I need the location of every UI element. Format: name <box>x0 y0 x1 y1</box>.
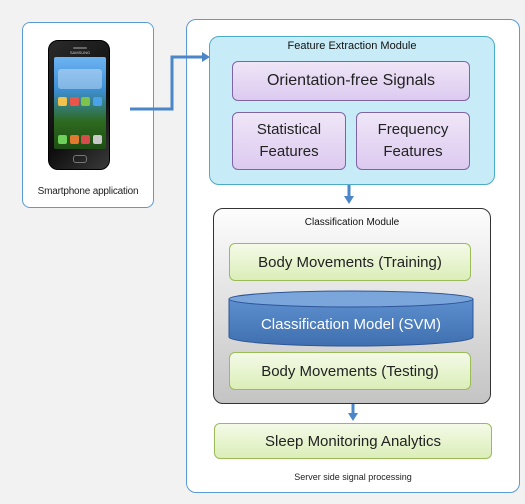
feature-module-title: Feature Extraction Module <box>287 40 417 52</box>
statistical-features-box: Statistical Features <box>232 112 346 170</box>
phone-clock-widget <box>58 69 102 89</box>
frequency-features-line2: Features <box>383 143 443 160</box>
cylinder-body <box>228 299 474 347</box>
cylinder-top <box>228 290 474 308</box>
smartphone-image: SAMSUNG <box>48 40 110 170</box>
phone-screen <box>54 57 106 149</box>
phone-home-button <box>73 155 87 163</box>
orientation-free-signals-box: Orientation-free Signals <box>232 61 470 101</box>
phone-to-feature-arrow <box>130 55 205 111</box>
body-movements-training-box: Body Movements (Training) <box>229 243 471 281</box>
frequency-features-line1: Frequency <box>377 121 449 138</box>
phone-dock-row <box>58 135 102 145</box>
phone-app-row <box>58 97 102 107</box>
phone-speaker <box>73 47 87 49</box>
phone-brand-logo: SAMSUNG <box>69 50 91 55</box>
sleep-monitoring-analytics-box: Sleep Monitoring Analytics <box>214 423 492 459</box>
classification-to-analytics-arrowhead <box>348 413 358 421</box>
phone-to-feature-arrowhead <box>202 52 210 62</box>
server-side-label: Server side signal processing <box>294 472 412 482</box>
smartphone-label: Smartphone application <box>37 186 139 197</box>
feature-to-classification-arrowhead <box>344 196 354 204</box>
frequency-features-box: Frequency Features <box>356 112 470 170</box>
classification-module-title: Classification Module <box>304 217 400 228</box>
body-movements-testing-box: Body Movements (Testing) <box>229 352 471 390</box>
classification-model-cylinder <box>228 290 474 347</box>
statistical-features-line1: Statistical <box>256 121 322 138</box>
classification-model-label: Classification Model (SVM) <box>260 315 442 333</box>
statistical-features-line2: Features <box>259 143 319 160</box>
